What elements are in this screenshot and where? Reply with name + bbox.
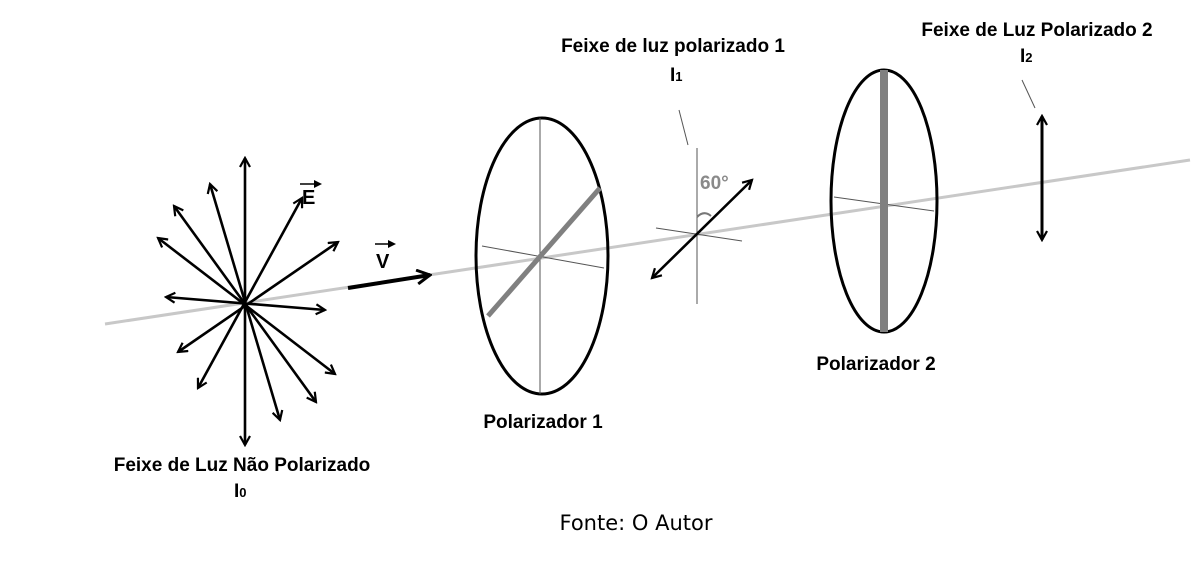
unpolarized-light-label: Feixe de Luz Não Polarizado <box>114 455 371 476</box>
svg-text:V: V <box>376 251 390 273</box>
unpolarized-field-vectors <box>158 158 338 445</box>
polarizer-1-transmission-axis <box>486 186 602 318</box>
polarized-beam-1-label: Feixe de luz polarizado 1 <box>561 36 785 57</box>
polarizer-2-label: Polarizador 2 <box>816 354 935 375</box>
intensity-i1-label: I1 <box>670 65 683 86</box>
polarizer-1 <box>474 116 610 396</box>
polarized-beam-1: 60° <box>652 109 752 304</box>
polarizer-1-label: Polarizador 1 <box>483 412 603 433</box>
beam-1-pointer-line <box>678 109 689 146</box>
angle-label: 60° <box>700 173 729 194</box>
polarized-beam-2-label: Feixe de Luz Polarizado 2 <box>921 20 1152 41</box>
propagation-axis <box>104 158 1191 326</box>
svg-text:E: E <box>302 187 315 209</box>
intensity-i0-label: I0 <box>234 481 247 502</box>
angle-arc <box>696 212 712 218</box>
polarized-beam-2 <box>1021 79 1042 240</box>
velocity-vector: V <box>347 240 430 290</box>
polarizer-2 <box>829 68 939 334</box>
e-vector-label: E <box>300 180 322 209</box>
intensity-i2-label: I2 <box>1020 46 1033 67</box>
source-caption: Fonte: O Autor <box>560 511 713 535</box>
beam-2-pointer-line <box>1021 79 1036 109</box>
